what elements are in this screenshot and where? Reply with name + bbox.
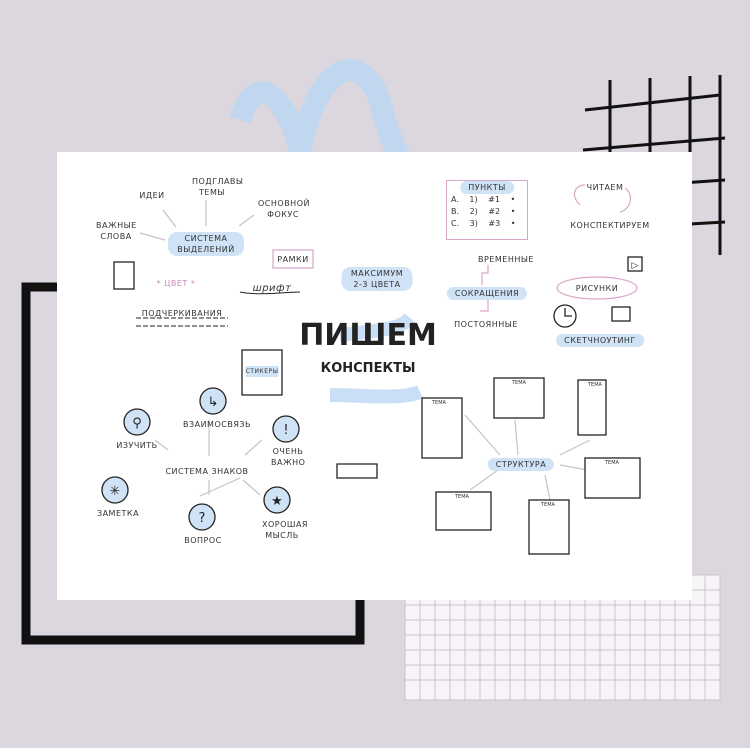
font-label: шрифт — [252, 283, 292, 294]
doc-label: ТЕМА — [541, 502, 555, 508]
points-row: B. 2) #2 • — [451, 207, 516, 216]
cycle-take-notes: КОНСПЕКТИРУЕМ — [570, 221, 650, 230]
asterisk-icon: ✳ — [110, 484, 121, 499]
notes-card — [57, 152, 692, 600]
sign-note: ЗАМЕТКА — [96, 509, 140, 518]
structure-center: СТРУКТУРА — [487, 458, 555, 471]
doc-label: ТЕМА — [455, 494, 469, 500]
highlight-system-center: СИСТЕМА ВЫДЕЛЕНИЙ — [168, 232, 244, 256]
star-icon: ★ — [271, 494, 283, 509]
title-line2: КОНСПЕКТЫ — [320, 361, 416, 376]
doc-label: ТЕМА — [588, 382, 602, 388]
sign-good-thought: ХОРОШАЯ МЫСЛЬ — [262, 520, 308, 540]
points-title: ПУНКТЫ — [460, 181, 514, 194]
cycle-read: ЧИТАЕМ — [586, 183, 624, 192]
question-icon: ? — [199, 511, 206, 526]
branch-ideas: ИДЕИ — [139, 191, 165, 200]
branch-main-focus: ОСНОВНОЙ ФОКУС — [258, 199, 310, 219]
abbreviations-permanent: ПОСТОЯННЫЕ — [454, 320, 518, 329]
drawings-label: РИСУНКИ — [575, 284, 619, 293]
points-row: A. 1) #1 • — [451, 195, 516, 204]
abbreviations-temporary: ВРЕМЕННЫЕ — [478, 255, 534, 264]
sketchnoting-label: СКЕТЧНОУТИНГ — [556, 334, 644, 347]
link-arrow-icon: ↳ — [208, 395, 219, 410]
underline-label: ПОДЧЕРКИВАНИЯ — [141, 309, 223, 318]
frames-label: РАМКИ — [277, 255, 309, 264]
doc-label: ТЕМА — [432, 400, 446, 406]
exclamation-icon: ! — [283, 423, 288, 438]
color-label: * ЦВЕТ * — [156, 279, 196, 288]
max-colors-label: МАКСИМУМ 2-3 ЦВЕТА — [341, 267, 413, 291]
doc-label: ТЕМА — [605, 460, 619, 466]
sticker-icon — [113, 261, 135, 290]
blue-scribble — [229, 59, 431, 204]
sign-question: ВОПРОС — [184, 536, 222, 545]
doc-label: ТЕМА — [512, 380, 526, 386]
points-box: ПУНКТЫ A. 1) #1 • B. 2) #2 • C. 3) #3 • — [446, 180, 528, 240]
title-line1: ПИШЕМ — [299, 318, 437, 353]
abbreviations-center: СОКРАЩЕНИЯ — [446, 287, 528, 300]
branch-subchapters: ПОДГЛАВЫ ТЕМЫ — [192, 177, 244, 197]
points-row: C. 3) #3 • — [451, 219, 516, 228]
stickers-label: СТИКЕРЫ — [245, 366, 279, 377]
sign-study: ИЗУЧИТЬ — [116, 441, 158, 450]
branch-important-words: ВАЖНЫЕ СЛОВА — [96, 221, 137, 241]
sign-relationship: ВЗАИМОСВЯЗЬ — [182, 420, 252, 429]
magnifier-icon: ⚲ — [132, 416, 142, 431]
play-icon: ▷ — [632, 261, 639, 271]
sign-very-important: ОЧЕНЬ ВАЖНО — [271, 447, 306, 467]
signs-center: СИСТЕМА ЗНАКОВ — [165, 467, 249, 476]
